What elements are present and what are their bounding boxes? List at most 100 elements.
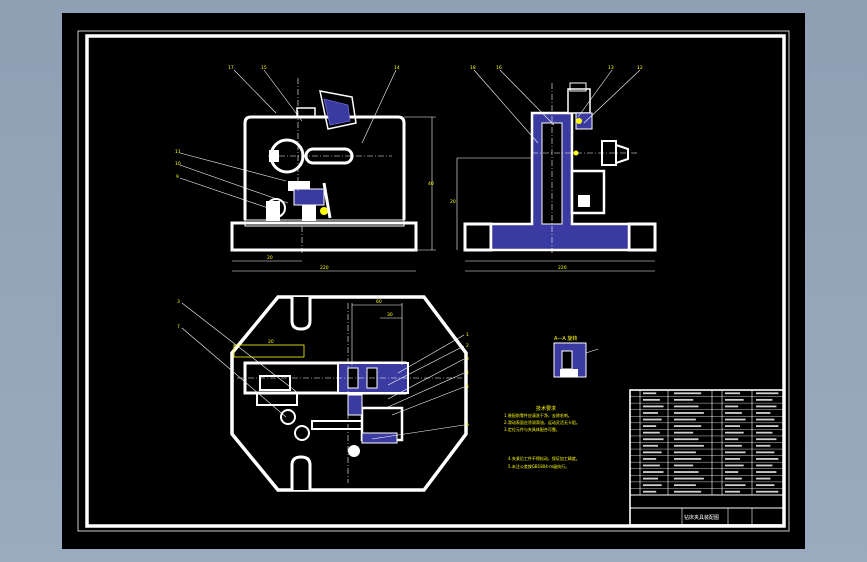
front-view: 20 220 40 17 15 14 11 10 9	[175, 65, 436, 272]
parts-row-text	[725, 412, 742, 414]
parts-row-text	[725, 471, 739, 473]
parts-row-text	[756, 398, 773, 401]
parts-row-text	[725, 418, 746, 421]
parts-row-text	[756, 458, 779, 460]
parts-row-text	[674, 405, 699, 408]
parts-row-text	[643, 412, 659, 414]
front-dim-1: 20	[267, 255, 273, 261]
front-balloon-17: 17	[228, 65, 234, 71]
parts-row-text	[756, 412, 771, 414]
parts-row-text	[725, 425, 741, 427]
top-balloon-2: 2	[466, 343, 469, 349]
detail-label: A—A 旋转	[554, 335, 577, 342]
parts-row-text	[725, 490, 741, 493]
parts-row-text	[725, 464, 744, 467]
parts-row-text	[756, 471, 777, 473]
parts-row-text	[725, 444, 742, 447]
parts-row-text	[674, 418, 696, 421]
side-balloon-12: 12	[637, 65, 643, 71]
title-text: 钻床夹具装配图	[684, 514, 719, 521]
parts-row-text	[643, 477, 659, 480]
side-dim-1: 20	[450, 199, 456, 205]
parts-row-text	[674, 471, 699, 473]
top-balloon-5: 5	[466, 384, 469, 390]
parts-row-text	[756, 464, 773, 467]
top-dim-3: 30	[387, 312, 393, 318]
parts-row-text	[674, 464, 694, 467]
top-balloon-4: 4	[466, 370, 469, 376]
parts-row-text	[674, 425, 702, 427]
parts-row-text	[756, 484, 775, 487]
top-balloon-1: 1	[466, 332, 469, 338]
front-balloon-14: 14	[394, 65, 400, 71]
technical-notes: 技术要求 1.装配前零件应清洗干净，去除毛刺。 2.滑动表面应涂润滑油，运动灵活…	[504, 405, 580, 469]
side-balloon-13: 13	[608, 65, 614, 71]
parts-row-text	[756, 418, 775, 421]
parts-row-text	[674, 398, 694, 401]
parts-row-text	[643, 484, 662, 487]
parts-row-text	[725, 477, 742, 480]
parts-row-text	[725, 458, 741, 460]
front-dim-3: 40	[428, 181, 434, 187]
outer-border	[77, 30, 790, 532]
notes-heading: 技术要求	[536, 405, 556, 412]
parts-row-text	[643, 458, 657, 460]
notes-line-3: 3.定位元件与夹具体配合可靠。	[504, 426, 560, 432]
parts-row-text	[674, 444, 704, 447]
parts-row-text	[674, 451, 696, 454]
parts-row-text	[756, 451, 775, 454]
top-dim-1: 20	[268, 339, 274, 345]
parts-row-text	[643, 438, 664, 441]
parts-row-text	[725, 398, 744, 401]
front-balloon-15: 15	[261, 65, 267, 71]
parts-row-text	[756, 477, 771, 480]
parts-row-text	[756, 438, 777, 441]
parts-row-text	[674, 431, 694, 434]
parts-row-text	[643, 471, 664, 473]
front-balloon-9: 9	[176, 174, 179, 180]
side-dim-2: 220	[558, 265, 567, 271]
parts-row-text	[756, 444, 771, 447]
parts-row-text	[674, 412, 704, 414]
notes-line-4: 4.夹紧后工件不得松动，保证加工精度。	[508, 455, 580, 461]
parts-row-text	[643, 490, 657, 493]
side-balloon-16: 16	[496, 65, 502, 71]
parts-row-text	[756, 425, 779, 427]
top-balloon-3-left: 3	[177, 299, 180, 305]
parts-row-text	[674, 484, 696, 487]
parts-row-text	[725, 392, 741, 395]
parts-row-text	[674, 458, 702, 460]
parts-row-text	[674, 490, 702, 493]
parts-row-text	[756, 490, 779, 493]
notes-line-5: 5.未注公差按GB1804-m级执行。	[508, 463, 569, 469]
parts-row-text	[756, 392, 779, 395]
parts-row-text	[643, 418, 662, 421]
parts-row-text	[674, 477, 704, 480]
front-balloon-10: 10	[175, 161, 181, 167]
notes-line-1: 1.装配前零件应清洗干净，去除毛刺。	[504, 412, 572, 418]
parts-row-text	[725, 451, 746, 454]
drawing-canvas: 20 220 40 17 15 14 11 10 9	[62, 13, 805, 549]
parts-row-text	[725, 484, 746, 487]
parts-row-text	[756, 431, 773, 434]
parts-row-text	[674, 392, 702, 395]
parts-row-text	[643, 444, 659, 447]
parts-row-text	[643, 398, 660, 401]
parts-row-text	[643, 405, 664, 408]
front-dim-2: 220	[320, 265, 329, 271]
parts-row-text	[725, 405, 739, 408]
side-balloon-18: 18	[470, 65, 476, 71]
parts-list	[630, 392, 784, 493]
top-view: 20 60 30 3 7 1 2 3 4 5 6	[177, 295, 469, 492]
parts-row-text	[725, 438, 739, 441]
top-balloon-3-right: 3	[466, 356, 469, 362]
parts-row-text	[725, 431, 744, 434]
parts-row-text	[643, 431, 660, 434]
parts-row-text	[643, 425, 657, 427]
parts-row-text	[643, 451, 662, 454]
top-dim-2: 60	[376, 299, 382, 305]
notes-line-2: 2.滑动表面应涂润滑油，运动灵活无卡阻。	[504, 419, 580, 425]
top-balloon-7: 7	[177, 324, 180, 330]
parts-row-text	[643, 464, 660, 467]
side-view: 20 220 18 16 13 12	[450, 65, 657, 272]
